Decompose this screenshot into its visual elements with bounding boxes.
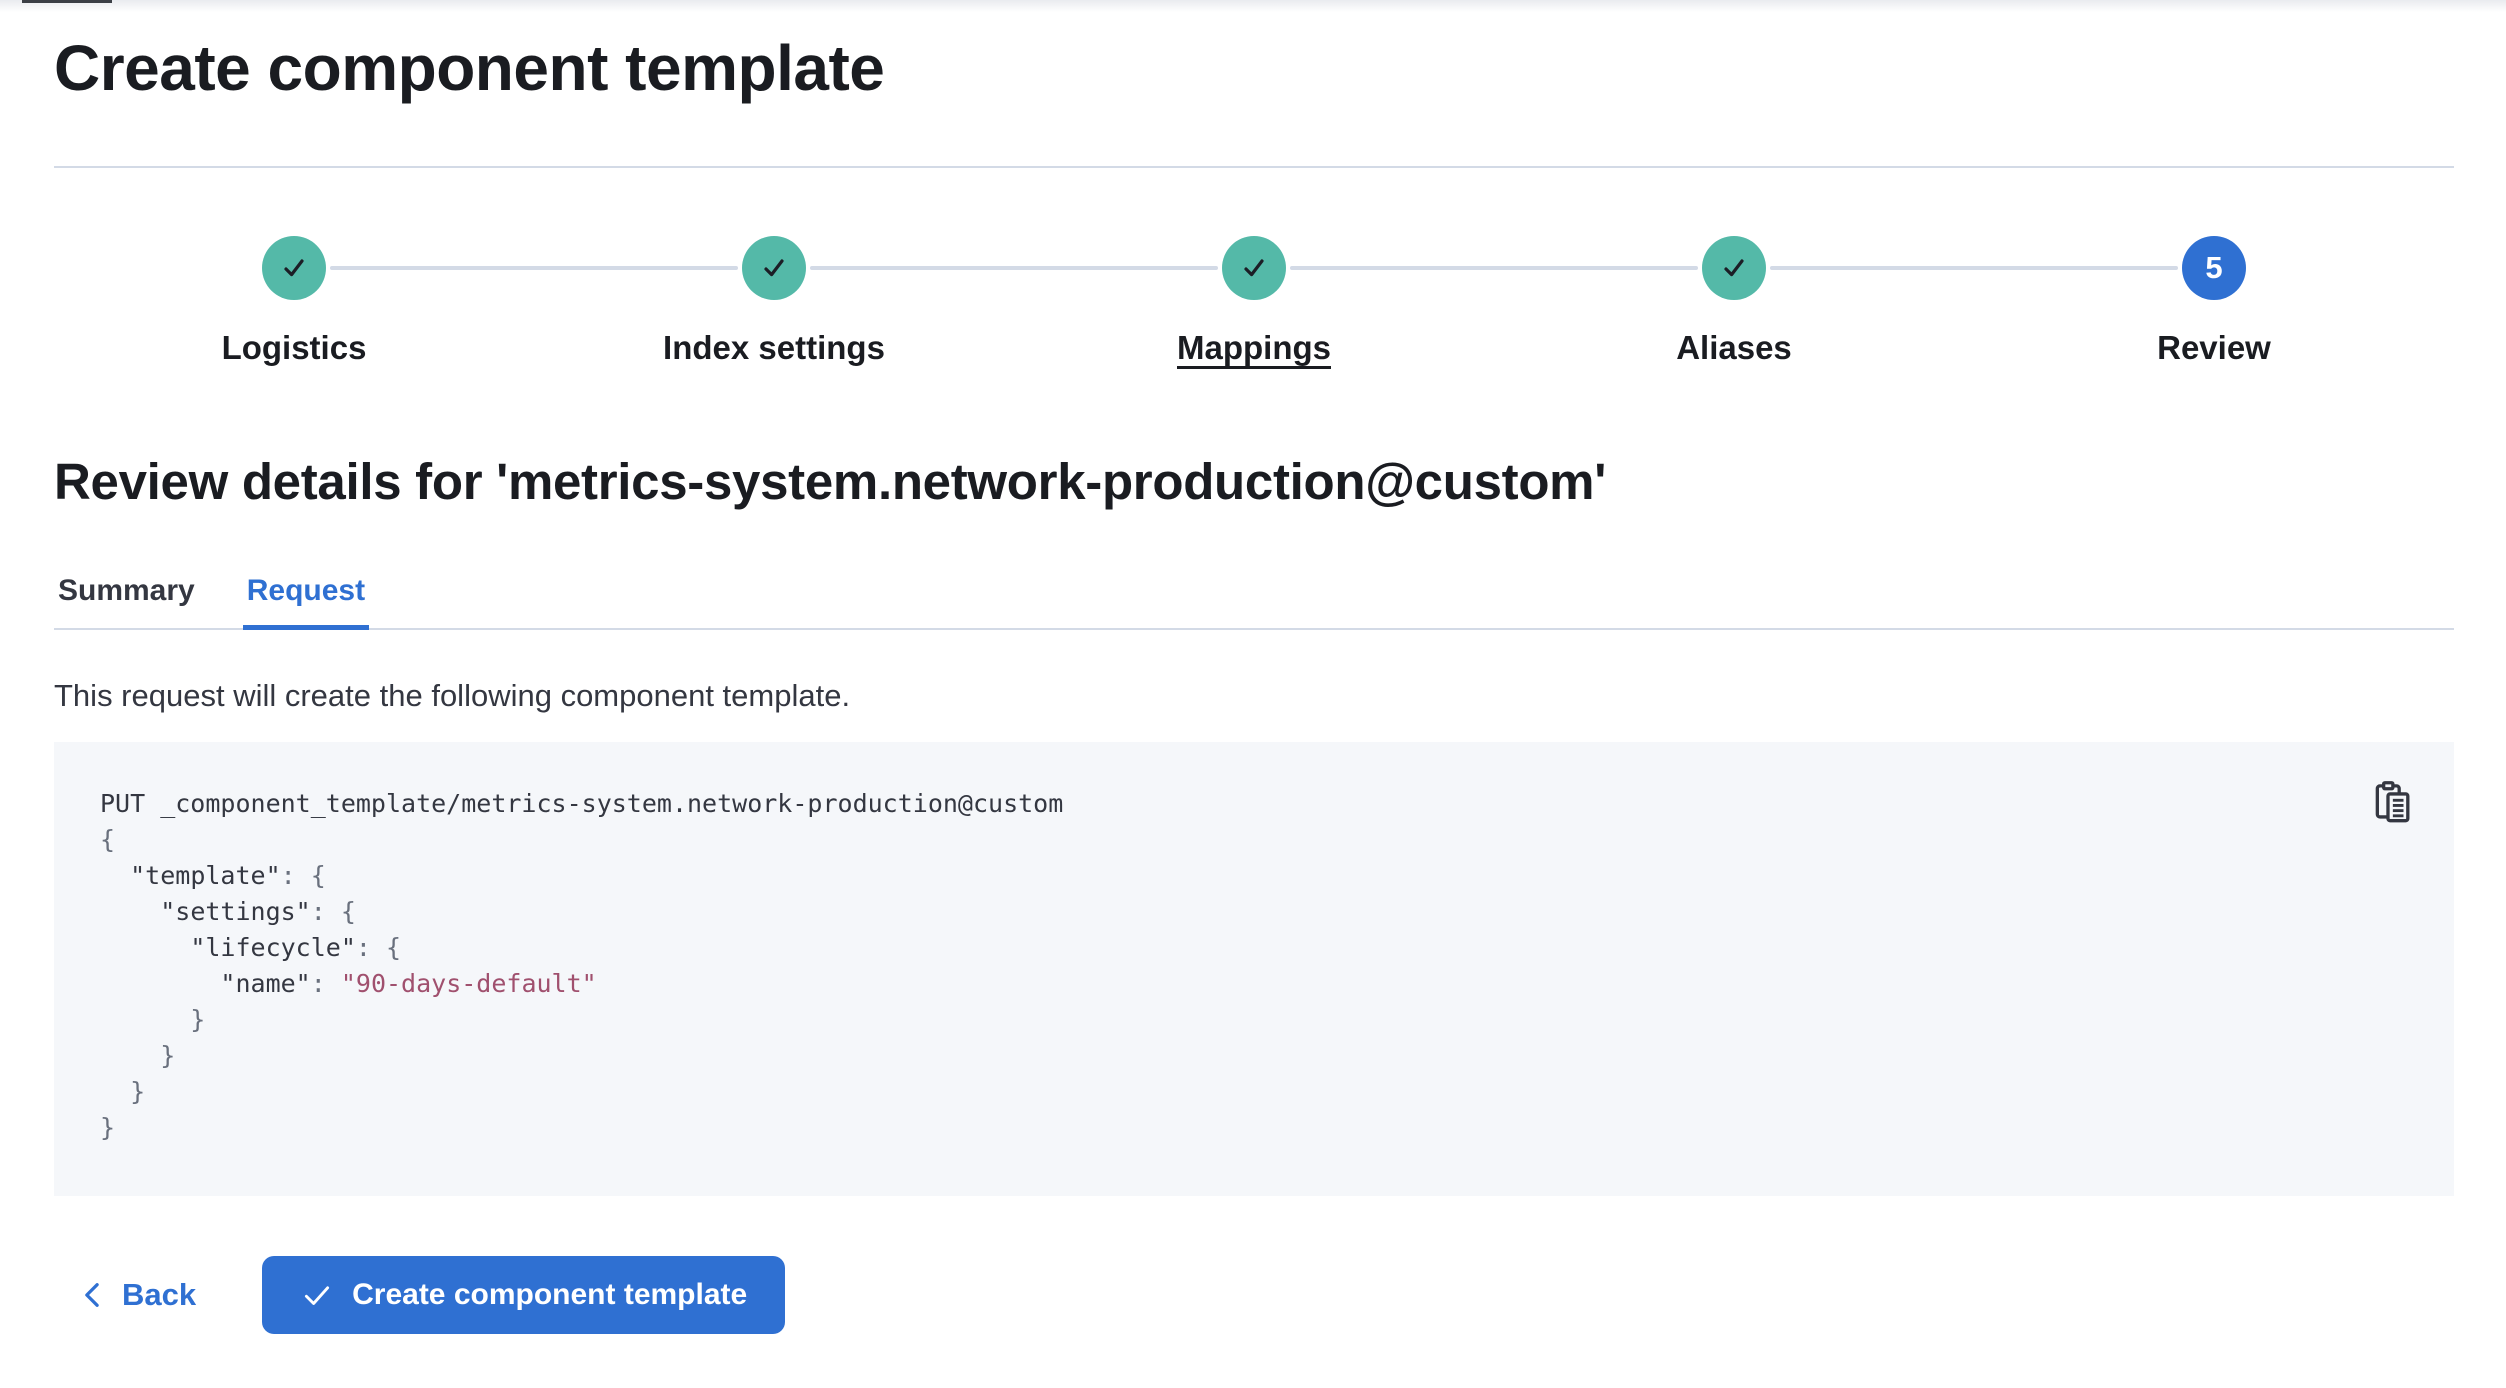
- step-label: Logistics: [221, 329, 367, 366]
- step-complete-circle: [1702, 236, 1766, 300]
- code-line: }: [100, 1077, 146, 1106]
- progress-stepper: Logistics Index settings Mappings: [54, 236, 2454, 368]
- code-line: "template": {: [130, 861, 326, 890]
- code-line: }: [100, 1113, 116, 1142]
- review-details-heading: Review details for 'metrics-system.netwo…: [54, 453, 1607, 510]
- review-tabs: Summary Request: [54, 568, 2454, 630]
- step-current-circle: 5: [2182, 236, 2246, 300]
- check-icon: [305, 1286, 330, 1305]
- wizard-footer: Back Create component template: [54, 1256, 2454, 1334]
- check-icon: [1724, 259, 1744, 277]
- create-component-template-button[interactable]: Create component template: [262, 1256, 786, 1334]
- create-button-label: Create component template: [352, 1278, 748, 1311]
- step-label: Aliases: [1676, 329, 1792, 366]
- step-mappings[interactable]: Mappings: [810, 236, 1494, 368]
- step-aliases[interactable]: Aliases: [1290, 236, 1974, 368]
- step-complete-circle: [262, 236, 326, 300]
- back-button[interactable]: Back: [54, 1256, 220, 1334]
- request-code-content: PUT _component_template/metrics-system.n…: [100, 786, 2334, 1146]
- step-review[interactable]: 5 Review: [1770, 236, 2454, 368]
- code-line: }: [100, 1005, 206, 1034]
- step-complete-circle: [1222, 236, 1286, 300]
- code-line: "settings": {: [160, 897, 356, 926]
- copy-to-clipboard-button[interactable]: [2366, 776, 2418, 828]
- code-line: {: [100, 825, 116, 854]
- code-line: "name": "90-days-default": [220, 969, 597, 998]
- step-number: 5: [2205, 250, 2223, 285]
- screen-edge-artifact: [22, 0, 112, 3]
- step-label: Review: [2157, 329, 2271, 366]
- code-line: "lifecycle": {: [190, 933, 402, 962]
- step-label: Index settings: [663, 329, 885, 366]
- code-line: }: [100, 1041, 176, 1070]
- check-icon: [1244, 259, 1264, 277]
- tab-summary[interactable]: Summary: [54, 568, 199, 628]
- chevron-left-icon: [85, 1283, 99, 1307]
- page-title: Create component template: [54, 32, 885, 104]
- step-logistics[interactable]: Logistics: [54, 236, 534, 368]
- create-component-template-page: Create component template Logistics Inde…: [54, 32, 2454, 1334]
- title-divider: [54, 166, 2454, 168]
- check-icon: [764, 259, 784, 277]
- step-index-settings[interactable]: Index settings: [330, 236, 1014, 368]
- step-label: Mappings: [1177, 329, 1331, 366]
- tab-request[interactable]: Request: [242, 568, 370, 630]
- back-button-label: Back: [122, 1277, 197, 1312]
- step-complete-circle: [742, 236, 806, 300]
- copy-clipboard-icon: [2375, 781, 2410, 823]
- check-icon: [284, 259, 304, 277]
- request-code-block: PUT _component_template/metrics-system.n…: [54, 742, 2454, 1196]
- request-description: This request will create the following c…: [54, 678, 851, 713]
- code-line: PUT _component_template/metrics-system.n…: [100, 789, 1064, 818]
